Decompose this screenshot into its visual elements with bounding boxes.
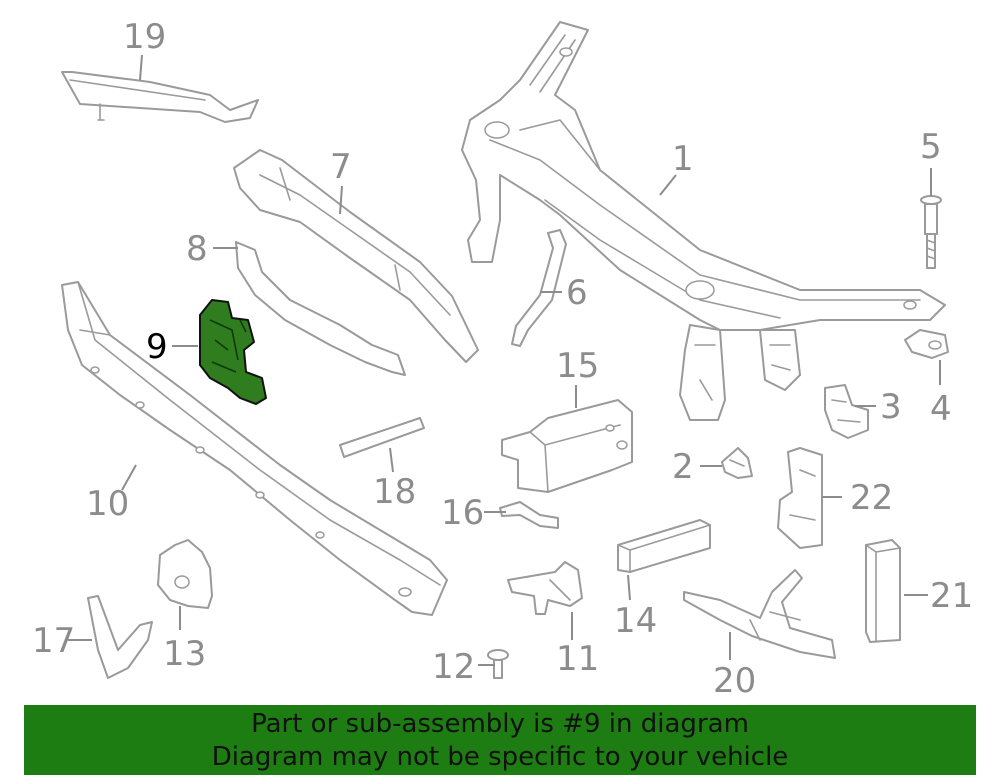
callout-21: 21 <box>930 576 973 616</box>
callout-7: 7 <box>330 147 352 187</box>
callout-labels: 1 2 3 4 5 6 7 8 9 10 11 12 13 14 15 16 1… <box>32 17 973 701</box>
callout-13: 13 <box>163 634 206 674</box>
leader-lines <box>68 54 941 666</box>
part-9-highlighted-bracket <box>199 299 267 405</box>
callout-17: 17 <box>32 621 75 661</box>
part-21-foam-block <box>865 539 901 643</box>
part-10-bumper-beam <box>61 281 448 616</box>
callout-6: 6 <box>566 273 588 313</box>
callout-14: 14 <box>614 601 657 641</box>
callout-12: 12 <box>432 647 475 687</box>
banner-line-2: Diagram may not be specific to your vehi… <box>211 742 789 772</box>
callout-18: 18 <box>373 472 416 512</box>
part-7-upper-rail <box>233 149 479 363</box>
part-6-wire-bracket <box>511 229 567 347</box>
part-2-bracket <box>721 447 753 479</box>
part-18-strip <box>339 417 425 458</box>
part-12-bolt <box>487 649 509 679</box>
callout-9: 9 <box>146 327 168 367</box>
info-banner: Part or sub-assembly is #9 in diagram Di… <box>24 705 976 775</box>
callout-22: 22 <box>850 478 893 518</box>
part-11-mount <box>507 561 583 615</box>
callout-11: 11 <box>556 639 599 679</box>
part-4-clip <box>904 329 949 359</box>
part-5-bolt <box>920 195 942 269</box>
callout-8: 8 <box>186 229 208 269</box>
callout-19: 19 <box>123 17 166 57</box>
callout-20: 20 <box>713 661 756 701</box>
callout-10: 10 <box>86 484 129 524</box>
callout-5: 5 <box>920 127 942 167</box>
part-15-bracket <box>501 399 633 493</box>
part-8-absorber <box>235 241 406 376</box>
callout-2: 2 <box>672 447 694 487</box>
callout-15: 15 <box>556 346 599 386</box>
part-14-foam-block <box>617 519 711 573</box>
part-3-bracket <box>824 384 869 439</box>
part-16-strap <box>499 501 559 529</box>
part-1-radiator-support <box>461 21 946 421</box>
banner-line-1: Part or sub-assembly is #9 in diagram <box>251 709 749 739</box>
callout-1: 1 <box>672 139 694 179</box>
callout-3: 3 <box>880 387 902 427</box>
callout-4: 4 <box>930 389 952 429</box>
part-20-bracket <box>683 569 836 659</box>
part-22-bracket <box>777 447 823 549</box>
part-19-upper-cover <box>61 71 259 123</box>
part-17-bracket <box>87 595 153 679</box>
part-13-bracket <box>157 539 213 609</box>
callout-16: 16 <box>441 493 484 533</box>
